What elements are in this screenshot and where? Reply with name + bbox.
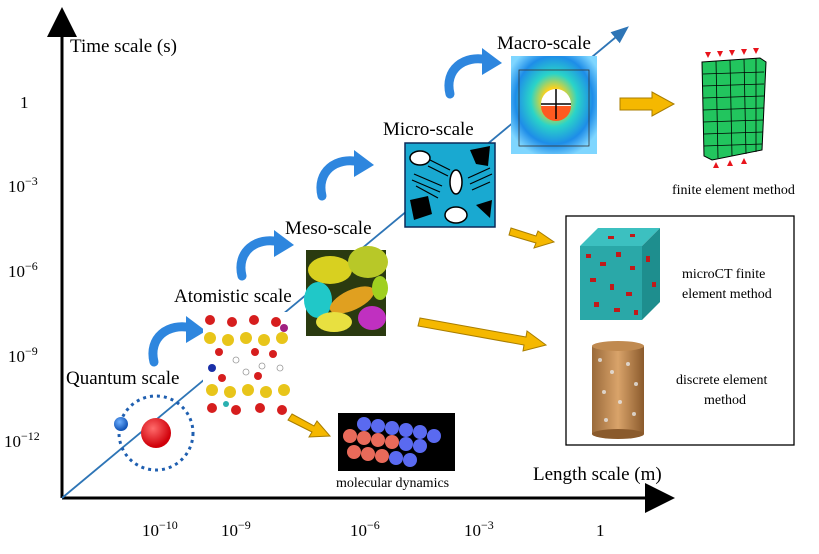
microct-label-line1: microCT finite (682, 267, 765, 282)
microct-label-line2: element method (682, 287, 772, 302)
atom-icon (114, 394, 195, 472)
macro-to-fem-arrow-icon (619, 91, 676, 117)
fem-label: finite element method (672, 183, 795, 198)
atomistic-to-md-arrow-icon (287, 413, 332, 438)
md-label: molecular dynamics (336, 476, 449, 491)
x-tick-1: 10−9 (221, 518, 251, 540)
fem-column-image (687, 44, 777, 172)
y-tick-2: 10−6 (8, 259, 38, 281)
x-tick-0: 10−10 (142, 518, 178, 540)
micro-scale-label: Micro-scale (383, 119, 474, 140)
y-tick-3: 10−9 (8, 344, 38, 366)
md-spheres-image (338, 413, 455, 471)
meso-scale-label: Meso-scale (285, 218, 372, 239)
curl-arrowhead-icon (186, 48, 502, 343)
x-tick-3: 10−3 (464, 518, 494, 540)
atomistic-scale-label: Atomistic scale (174, 286, 292, 307)
macro-stress-field-image (511, 56, 597, 154)
x-tick-2: 10−6 (350, 518, 380, 540)
molecular-structure-icon (203, 312, 293, 416)
y-tick-4: 10−12 (4, 429, 40, 451)
quantum-scale-label: Quantum scale (66, 368, 179, 389)
micro-structure-image (404, 142, 496, 228)
dem-label-line2: method (704, 393, 746, 408)
y-tick-1: 10−3 (8, 174, 38, 196)
curl-arrow-icon (148, 54, 493, 367)
dem-cylinder-image (592, 341, 644, 439)
x-axis-title: Length scale (m) (533, 464, 662, 485)
microct-cube-image (580, 228, 660, 320)
macro-scale-label: Macro-scale (497, 33, 591, 54)
meso-to-dem-arrow-icon (417, 317, 548, 352)
meso-structure-image (304, 246, 388, 336)
dem-label-line1: discrete element (676, 373, 767, 388)
micro-to-microct-arrow-icon (508, 227, 556, 249)
x-tick-4: 1 (596, 521, 605, 540)
y-tick-0: 1 (20, 93, 29, 112)
y-axis-title: Time scale (s) (70, 36, 177, 57)
